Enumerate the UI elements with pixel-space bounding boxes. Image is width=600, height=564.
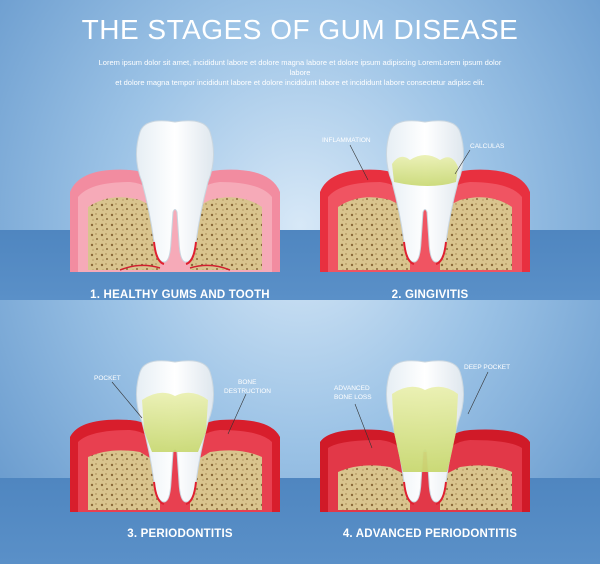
label-pocket: POCKET [94,375,121,382]
page-title: THE STAGES OF GUM DISEASE [81,14,519,45]
label-destruction: DESTRUCTION [224,388,271,395]
stage-1-caption: 1. HEALTHY GUMS AND TOOTH [90,289,270,301]
stage-3-caption: 3. PERIODONTITIS [127,528,233,540]
tooth [136,120,214,263]
label-bone-loss: BONE LOSS [334,394,372,401]
bone [338,197,512,270]
label-bone: BONE [238,379,257,386]
bone [88,450,262,510]
bone [338,465,512,510]
tooth [386,120,464,263]
stage-2-illustration: INFLAMMATION CALCULAS [310,112,540,282]
stage-3-illustration: POCKET BONE DESTRUCTION [60,352,290,522]
stage-4-caption: 4. ADVANCED PERIODONTITIS [342,528,518,540]
subtitle: Lorem ipsum dolor sit amet, incididunt l… [90,58,510,88]
stage-1-illustration [60,112,290,282]
plaque [142,392,208,452]
bone [88,197,262,270]
label-advanced: ADVANCED [334,385,370,392]
subtitle-line-2: et dolore magna tempor incididunt labore… [115,78,485,87]
plaque [392,155,458,186]
label-inflammation: INFLAMMATION [322,137,371,144]
label-deep-pocket: DEEP POCKET [464,364,510,371]
stage-4-illustration: ADVANCED BONE LOSS DEEP POCKET [310,352,540,522]
stage-2-caption: 2. GINGIVITIS [391,289,469,301]
plaque [392,386,458,472]
subtitle-line-1: Lorem ipsum dolor sit amet, incididunt l… [98,58,502,77]
label-calculas: CALCULAS [470,143,505,150]
